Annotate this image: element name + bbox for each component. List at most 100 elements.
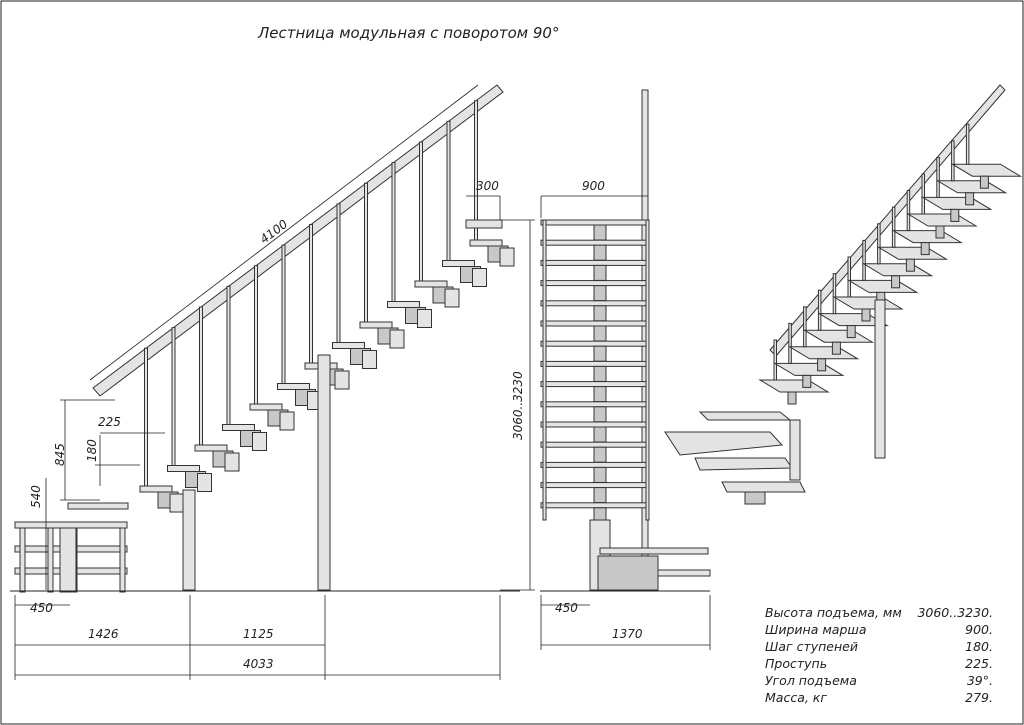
front-tread	[540, 360, 649, 367]
iso-tread	[694, 457, 793, 471]
iso-module	[979, 175, 989, 189]
iso-baluster	[817, 289, 822, 331]
step-module	[334, 370, 350, 390]
iso-module	[935, 225, 945, 239]
landing-support	[59, 527, 77, 593]
dim-front-total: 1370	[612, 627, 643, 641]
spec-value: 900.	[965, 622, 993, 637]
iso-tread	[802, 329, 875, 343]
iso-baluster	[832, 273, 837, 315]
front-landing-tread	[654, 569, 711, 577]
front-tread	[540, 381, 649, 388]
iso-baluster	[773, 339, 777, 381]
spec-label: Ширина марша	[765, 622, 866, 637]
front-module	[593, 446, 607, 463]
handrail	[92, 84, 504, 397]
iso-baluster	[877, 223, 881, 265]
spec-value: 3060..3230.	[917, 605, 993, 620]
iso-module	[831, 341, 841, 355]
iso-tread	[698, 411, 792, 421]
front-module	[593, 264, 607, 281]
front-module	[593, 365, 607, 382]
iso-module	[787, 391, 797, 405]
step-module	[417, 309, 432, 328]
dim-run-first: 1426	[88, 627, 119, 641]
iso-module	[846, 325, 856, 339]
iso-baluster	[788, 322, 792, 364]
iso-tread	[758, 379, 830, 393]
baluster	[336, 203, 341, 343]
step-module	[252, 432, 267, 451]
iso-tread	[876, 246, 949, 260]
dim-landing-width-side: 450	[30, 601, 53, 615]
dim-handrail-length: 4100	[257, 217, 290, 247]
iso-post	[874, 299, 886, 459]
baluster	[391, 162, 396, 302]
drawing-title: Лестница модульная с поворотом 90°	[257, 24, 559, 42]
iso-module	[817, 358, 827, 372]
step-tread	[222, 424, 255, 431]
iso-module	[802, 374, 812, 388]
front-landing-module	[597, 555, 659, 591]
iso-tread	[935, 180, 1008, 194]
spec-value: 180.	[965, 639, 993, 654]
iso-baluster	[862, 239, 866, 281]
dim-landing-height: 540	[29, 485, 43, 508]
spec-value: 225.	[965, 656, 993, 671]
step-module	[472, 268, 487, 287]
step-tread	[469, 239, 503, 247]
front-module	[593, 406, 607, 423]
dim-step-rise: 180	[85, 439, 99, 462]
front-tread	[540, 441, 649, 448]
dim-total-length: 4033	[243, 657, 274, 671]
iso-module	[950, 208, 960, 222]
iso-baluster	[951, 140, 955, 182]
iso-post	[789, 419, 801, 481]
step-module	[444, 288, 460, 308]
iso-baluster	[847, 256, 851, 298]
baluster	[144, 347, 148, 487]
landing-leg	[19, 527, 26, 593]
iso-module	[861, 308, 871, 322]
front-module	[593, 426, 607, 443]
iso-baluster	[936, 156, 940, 198]
baluster	[364, 182, 368, 323]
front-module	[593, 345, 607, 362]
step-tread	[387, 301, 420, 308]
iso-baluster	[803, 306, 807, 348]
front-tread	[540, 482, 649, 489]
front-tread	[540, 280, 649, 287]
iso-module	[905, 258, 915, 272]
spec-value: 39°.	[967, 673, 993, 688]
baluster	[171, 327, 176, 466]
step-module	[224, 452, 240, 472]
step-tread	[332, 342, 365, 349]
front-module	[593, 325, 607, 342]
spec-value: 279.	[965, 690, 993, 705]
baluster	[199, 306, 203, 446]
front-landing-tread	[599, 547, 709, 555]
iso-module	[965, 192, 975, 206]
front-tread	[540, 502, 649, 509]
spec-label: Угол подъема	[765, 673, 857, 688]
front-tread	[540, 259, 649, 266]
dim-top-offset: 300	[476, 179, 499, 193]
iso-tread	[787, 346, 860, 360]
landing-tread	[14, 521, 128, 529]
spec-label: Шаг ступеней	[765, 639, 858, 654]
dim-run-second: 1125	[243, 627, 274, 641]
front-module	[593, 466, 607, 483]
front-tread	[540, 340, 649, 347]
baluster	[419, 141, 423, 282]
iso-tread	[721, 481, 806, 493]
baluster	[226, 285, 231, 425]
front-tread	[540, 300, 649, 307]
step-module	[389, 329, 405, 349]
iso-tread	[920, 196, 993, 210]
top-tread	[465, 219, 503, 229]
dimension-lines	[14, 84, 711, 680]
front-view	[540, 89, 711, 592]
spec-label: Масса, кг	[765, 690, 827, 705]
